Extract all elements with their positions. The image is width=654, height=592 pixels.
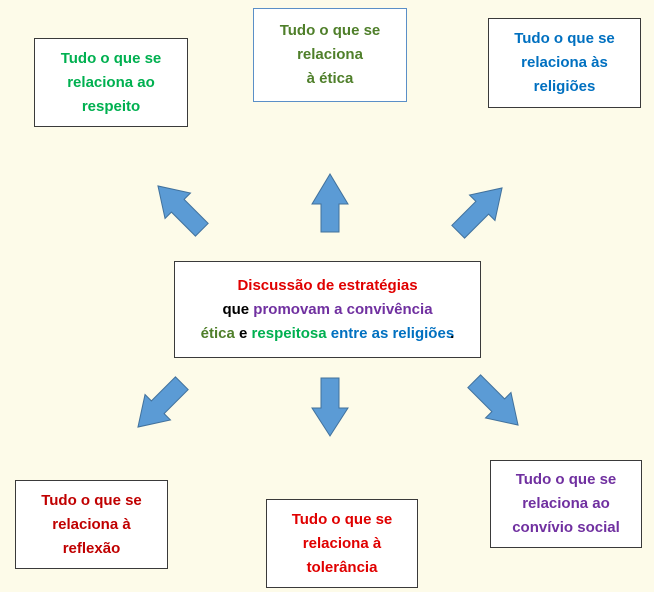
box-convivio-line: convívio social [512, 519, 620, 536]
center-text-discussao: Discussão de estratégias [237, 276, 418, 294]
arrow-up-etica [311, 173, 349, 233]
center-text-period: . [450, 324, 455, 342]
box-respeito-line: respeito [81, 97, 141, 115]
arrow-upright-religioes [451, 187, 503, 239]
box-tolerancia: Tudo o que se relaciona à tolerância [266, 499, 418, 588]
box-tolerancia-line: relaciona à [302, 534, 382, 552]
center-text-religioes: entre as religiões [330, 324, 455, 342]
box-etica-line: Tudo o que se [279, 22, 381, 39]
box-respeito-line: relaciona ao [67, 73, 155, 91]
arrow-downright-convivio [467, 374, 519, 426]
box-religioes-line: Tudo o que se [514, 30, 615, 47]
box-tolerancia-line: tolerância [306, 558, 378, 576]
arrow-downleft-reflexao [137, 376, 189, 428]
center-line-2: que promovam a convivência [222, 298, 432, 322]
box-reflexao-line: reflexão [62, 539, 121, 557]
box-etica-line: relaciona [297, 46, 363, 63]
center-text-promovam: promovam a convivência [253, 300, 433, 318]
box-respeito: Tudo o que se relaciona ao respeito [34, 38, 188, 127]
box-convivio: Tudo o que se relaciona ao convívio soci… [490, 460, 642, 548]
box-religioes-line: relaciona às [521, 54, 608, 71]
center-box: Discussão de estratégias que promovam a … [174, 261, 481, 358]
center-text-que: que [222, 300, 250, 318]
box-etica: Tudo o que se relaciona à ética [253, 8, 407, 102]
arrow-upleft-respeito [157, 185, 209, 237]
center-text-respeitosa: respeitosa [251, 324, 327, 342]
box-etica-line: à ética [306, 70, 354, 87]
box-respeito-line: Tudo o que se [60, 49, 162, 67]
center-line-3: ética e respeitosa entre as religiões. [201, 322, 455, 346]
center-text-etica: ética [200, 324, 235, 342]
center-line-1: Discussão de estratégias [237, 274, 417, 298]
box-religioes: Tudo o que se relaciona às religiões [488, 18, 641, 108]
box-reflexao-line: relaciona à [52, 515, 131, 533]
box-convivio-line: relaciona ao [522, 495, 610, 512]
center-text-e: e [239, 324, 248, 342]
arrow-down-tolerancia [311, 377, 349, 437]
box-tolerancia-line: Tudo o que se [291, 510, 393, 528]
box-religioes-line: religiões [533, 78, 596, 95]
box-convivio-line: Tudo o que se [515, 471, 617, 488]
box-reflexao-line: Tudo o que se [41, 491, 142, 509]
box-reflexao: Tudo o que se relaciona à reflexão [15, 480, 168, 569]
